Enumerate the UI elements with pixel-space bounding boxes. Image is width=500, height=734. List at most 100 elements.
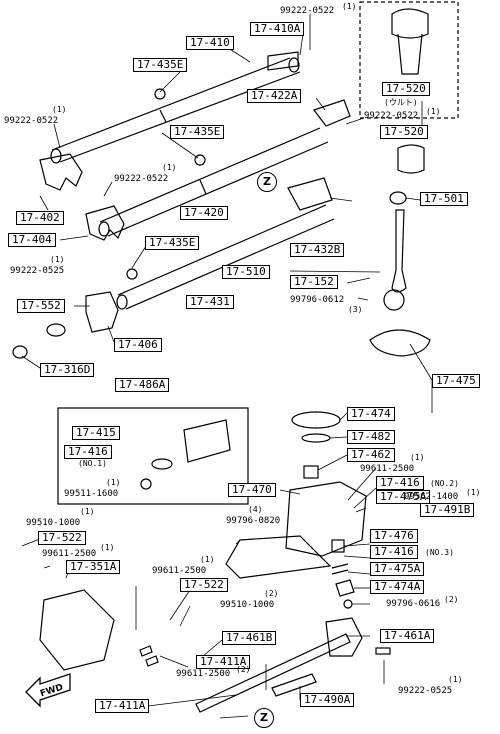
label-no2: (NO.2) <box>430 479 459 488</box>
label-17-435e-mid: 17-435E <box>170 125 225 139</box>
partno-99222-0525-left: 99222-0525 <box>10 266 65 276</box>
label-17-520: 17-520 <box>380 125 428 139</box>
rod-490a <box>271 673 317 697</box>
qty-2500-center: (1) <box>200 555 215 564</box>
label-17-475: 17-475 <box>432 374 480 388</box>
shift-lever-406 <box>85 291 119 333</box>
label-17-461a: 17-461A <box>380 629 435 643</box>
label-17-435e-top: 17-435E <box>133 58 188 72</box>
label-17-410a: 17-410A <box>250 22 305 36</box>
plug-316d <box>12 345 28 359</box>
qty-1000-top: (1) <box>80 507 95 516</box>
partno-99562-1400: 99562-1400 <box>404 492 459 502</box>
housing-base <box>225 535 332 579</box>
partno-99796-0612: 99796-0612 <box>290 295 345 305</box>
label-17-491b: 17-491B <box>420 503 475 517</box>
fork-end-410a <box>267 51 299 71</box>
lever-ball <box>383 289 405 311</box>
label-17-520-sub: (ウルト) <box>384 98 418 107</box>
label-no3: (NO.3) <box>425 548 454 557</box>
plug-1600 <box>140 478 152 490</box>
label-17-552: 17-552 <box>17 299 65 313</box>
bushing-462 <box>303 465 319 479</box>
fork-end-432b <box>287 177 333 211</box>
label-17-476: 17-476 <box>370 529 418 543</box>
partno-99796-0616: 99796-0616 <box>386 599 441 609</box>
partno-99611-2500-center: 99611-2500 <box>152 566 207 576</box>
z-marker-top: Z <box>257 172 277 192</box>
shift-lever-510 <box>391 209 407 293</box>
partno-99796-0820: 99796-0820 <box>226 516 281 526</box>
snap-ring-low <box>126 268 138 280</box>
label-17-482: 17-482 <box>347 430 395 444</box>
label-17-461b: 17-461B <box>222 631 277 645</box>
qty-right: (1) <box>426 107 441 116</box>
ring-474 <box>291 411 341 429</box>
label-17-520-inner: 17-520 <box>382 82 430 96</box>
partno-99611-2500-top: 99611-2500 <box>360 464 415 474</box>
label-17-432b: 17-432B <box>290 243 345 257</box>
label-17-475a: 17-475A <box>370 562 425 576</box>
label-17-411a-left: 17-411A <box>95 699 150 713</box>
bracket-415 <box>183 419 231 463</box>
shift-knob-small <box>397 144 425 174</box>
label-no1: (NO.1) <box>78 459 107 468</box>
washer-482 <box>301 433 331 443</box>
label-17-410: 17-410 <box>186 36 234 50</box>
shift-fork-402 <box>39 153 83 191</box>
label-17-402: 17-402 <box>16 211 64 225</box>
spring-416 <box>151 458 173 470</box>
fwd-arrow-icon <box>25 673 71 708</box>
partno-99611-2500-bottom: 99611-2500 <box>176 669 231 679</box>
label-17-490a: 17-490A <box>300 693 355 707</box>
qty-2500-left: (1) <box>100 543 115 552</box>
bushing-501 <box>389 191 407 205</box>
shift-rod-upper <box>50 57 301 164</box>
label-17-522-b: 17-522 <box>180 578 228 592</box>
label-17-431: 17-431 <box>186 295 234 309</box>
shift-rod-middle <box>98 127 329 237</box>
partno-99222-0522-right: 99222-0522 <box>364 111 419 121</box>
shift-fork-404 <box>85 205 125 241</box>
label-17-522-a: 17-522 <box>38 531 86 545</box>
qty-top: (1) <box>342 2 357 11</box>
detent-plate-474a <box>335 579 355 597</box>
partno-99222-0522-mid: 99222-0522 <box>114 174 169 184</box>
partno-99222-0525-bottom: 99222-0525 <box>398 686 453 696</box>
bolt-0616 <box>343 599 353 609</box>
label-17-510: 17-510 <box>222 265 270 279</box>
label-17-415: 17-415 <box>72 426 120 440</box>
label-17-152: 17-152 <box>290 275 338 289</box>
label-17-486a: 17-486A <box>115 378 170 392</box>
z-marker-bottom: Z <box>254 708 274 728</box>
label-17-416-c: 17-416 <box>370 545 418 559</box>
spring-411a <box>139 645 159 667</box>
label-17-462: 17-462 <box>347 448 395 462</box>
knob-detail-box <box>359 1 459 119</box>
partno-99510-1000-top: 99510-1000 <box>26 518 81 528</box>
detent-spring-475a <box>331 563 349 575</box>
qty-0616: (2) <box>444 595 459 604</box>
qty-2500-top: (1) <box>410 453 425 462</box>
label-17-416-b: 17-416 <box>376 476 424 490</box>
leader-lines <box>21 14 433 719</box>
qty-0525-left: (1) <box>50 255 65 264</box>
lever-461a <box>325 617 363 657</box>
label-17-404: 17-404 <box>8 233 56 247</box>
qty-1000-center: (2) <box>264 589 279 598</box>
label-17-475a-upper: 17-475A <box>376 490 431 504</box>
shift-rod-lower <box>116 204 335 310</box>
partno-99222-0522-top: 99222-0522 <box>280 6 335 16</box>
pin-0525 <box>375 647 391 655</box>
label-17-474a: 17-474A <box>370 580 425 594</box>
shift-knob <box>391 8 429 75</box>
label-17-406: 17-406 <box>114 338 162 352</box>
fork-end-422a <box>313 99 351 127</box>
snap-ring-mid <box>194 154 206 166</box>
qty-1400: (1) <box>466 488 481 497</box>
partno-99611-2500-left: 99611-2500 <box>42 549 97 559</box>
spring-552 <box>46 323 66 337</box>
qty-0612: (3) <box>348 305 363 314</box>
qty-mid: (1) <box>162 163 177 172</box>
